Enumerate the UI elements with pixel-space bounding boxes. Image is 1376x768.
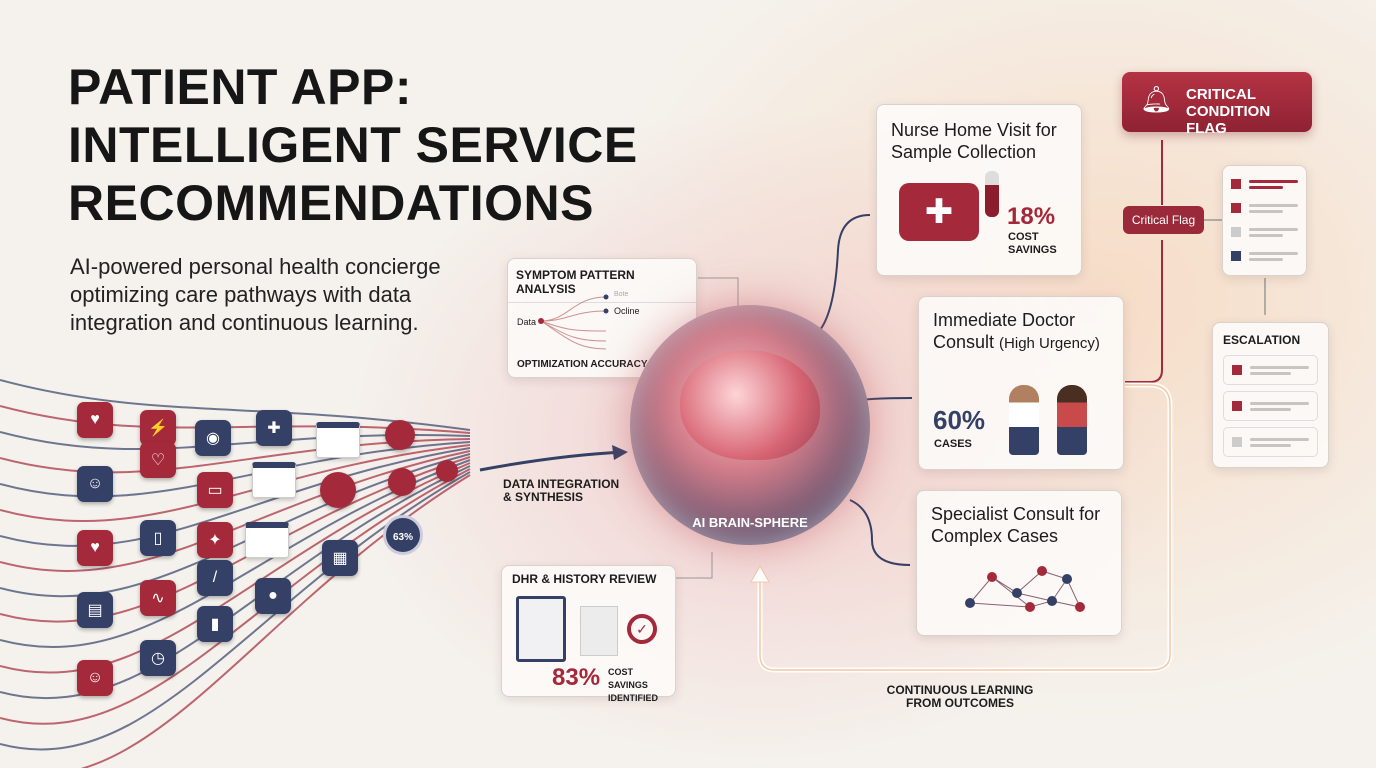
data-source-icon: ♥ <box>77 530 113 566</box>
alarm-bell-icon: 🔔︎ <box>1140 84 1174 114</box>
caption: COST SAVINGS IDENTIFIED <box>608 666 675 705</box>
flag-icon <box>1232 401 1242 411</box>
data-source-icon: ▤ <box>77 592 113 628</box>
data-source-icon: ▮ <box>197 606 233 642</box>
label-line: CONDITION FLAG <box>1186 103 1271 137</box>
data-source-icon: ☺ <box>77 466 113 502</box>
flag-row <box>1231 172 1298 196</box>
label-line: & SYNTHESIS <box>503 490 584 504</box>
dhr-history-card: DHR & HISTORY REVIEW ✓ 83% COST SAVINGS I… <box>501 565 676 703</box>
label-line: DATA INTEGRATION <box>503 477 620 491</box>
caption-line: SAVINGS <box>1008 244 1057 256</box>
nurse-home-visit-card[interactable]: Nurse Home Visit for Sample Collection ✚… <box>876 104 1082 276</box>
network-node <box>388 468 416 496</box>
data-source-icon: ☺ <box>77 660 113 696</box>
caption-line: COST <box>1008 231 1039 243</box>
doctor-figure-icon <box>1009 385 1039 455</box>
data-source-icon: ⚡ <box>140 410 176 446</box>
flag-icon <box>1231 227 1241 237</box>
percent-value: 60% <box>933 405 986 435</box>
data-source-icon: ∿ <box>140 580 176 616</box>
brain-icon <box>680 350 820 460</box>
urgency-label: (High Urgency) <box>999 335 1100 352</box>
data-source-icon: ▯ <box>140 520 176 556</box>
flag-row <box>1231 220 1298 244</box>
title-line: PATIENT APP: <box>68 59 412 115</box>
caption-line: COST SAVINGS <box>608 667 648 690</box>
ai-brain-sphere: AI BRAIN-SPHERE <box>630 305 870 545</box>
escalation-card: ESCALATION <box>1212 322 1329 468</box>
mini-record-card <box>245 522 289 558</box>
data-source-icon: ▦ <box>322 540 358 576</box>
data-source-icon: ▭ <box>197 472 233 508</box>
percent-value: 18% <box>1007 203 1056 230</box>
label-line: CRITICAL <box>1186 86 1256 103</box>
report-icon <box>580 606 618 656</box>
critical-flag-pill[interactable]: Critical Flag <box>1123 206 1204 234</box>
patient-figure-icon <box>1057 385 1087 455</box>
label-line: FROM OUTCOMES <box>906 696 1014 710</box>
sample-tube-icon <box>985 171 999 217</box>
flag-row <box>1231 196 1298 220</box>
specialist-network-icon <box>965 566 1085 612</box>
network-node <box>436 460 458 482</box>
data-source-icon: ◉ <box>195 420 231 456</box>
branch-label: Bote <box>614 291 629 298</box>
doctor-consult-card[interactable]: Immediate Doctor Consult (High Urgency) … <box>918 296 1124 470</box>
flag-icon <box>1231 203 1241 213</box>
flag-icon <box>1231 251 1241 261</box>
clipboard-icon <box>516 596 566 662</box>
medical-bag-icon: ✚ <box>899 183 979 241</box>
data-label: Data <box>517 317 537 327</box>
data-source-icon: ♡ <box>140 442 176 478</box>
title-text: Immediate Doctor Consult <box>933 310 1076 352</box>
subtitle: AI-powered personal health concierge opt… <box>70 254 441 335</box>
title-line: RECOMMENDATIONS <box>68 175 595 231</box>
data-source-icon: ♥ <box>77 402 113 438</box>
data-integration-label: DATA INTEGRATION& SYNTHESIS <box>503 478 619 504</box>
check-ring-icon: ✓ <box>627 614 657 644</box>
flag-icon <box>1232 437 1242 447</box>
branch-label: Ocline <box>614 306 640 316</box>
network-node <box>385 420 415 450</box>
data-source-icon: ✦ <box>197 522 233 558</box>
data-source-icon: / <box>197 560 233 596</box>
data-source-icon: ● <box>255 578 291 614</box>
page-title: PATIENT APP: INTELLIGENT SERVICE RECOMME… <box>68 58 638 232</box>
flag-icon <box>1231 179 1241 189</box>
title-line: INTELLIGENT SERVICE <box>68 117 638 173</box>
data-source-icon: ✚ <box>256 410 292 446</box>
escalation-item[interactable] <box>1223 391 1318 421</box>
brain-label: AI BRAIN-SPHERE <box>692 515 808 530</box>
flag-list-card <box>1222 165 1307 276</box>
card-title: Immediate Doctor Consult (High Urgency) <box>919 297 1123 355</box>
card-title: Nurse Home Visit for Sample Collection <box>891 120 1057 162</box>
card-title: SYMPTOM PATTERN ANALYSIS <box>508 259 696 303</box>
card-title: DHR & HISTORY REVIEW <box>512 572 657 586</box>
caption: CASES <box>934 438 972 450</box>
branch-diagram <box>538 294 609 350</box>
network-node <box>320 472 356 508</box>
card-footer: OPTIMIZATION ACCURACY <box>517 359 648 370</box>
specialist-consult-card[interactable]: Specialist Consult for Complex Cases <box>916 490 1122 636</box>
label-line: CONTINUOUS LEARNING <box>886 683 1034 697</box>
percent-value: 83% <box>552 664 601 691</box>
card-title: Specialist Consult for Complex Cases <box>931 504 1101 546</box>
mini-record-card <box>316 422 360 458</box>
caption-line: IDENTIFIED <box>608 693 659 703</box>
data-source-icon: ◷ <box>140 640 176 676</box>
mini-record-card <box>252 462 296 498</box>
flag-icon <box>1232 365 1242 375</box>
network-badge: 63% <box>383 515 423 555</box>
card-title: ESCALATION <box>1223 333 1301 347</box>
escalation-item[interactable] <box>1223 427 1318 457</box>
escalation-item[interactable] <box>1223 355 1318 385</box>
flag-row <box>1231 244 1298 268</box>
